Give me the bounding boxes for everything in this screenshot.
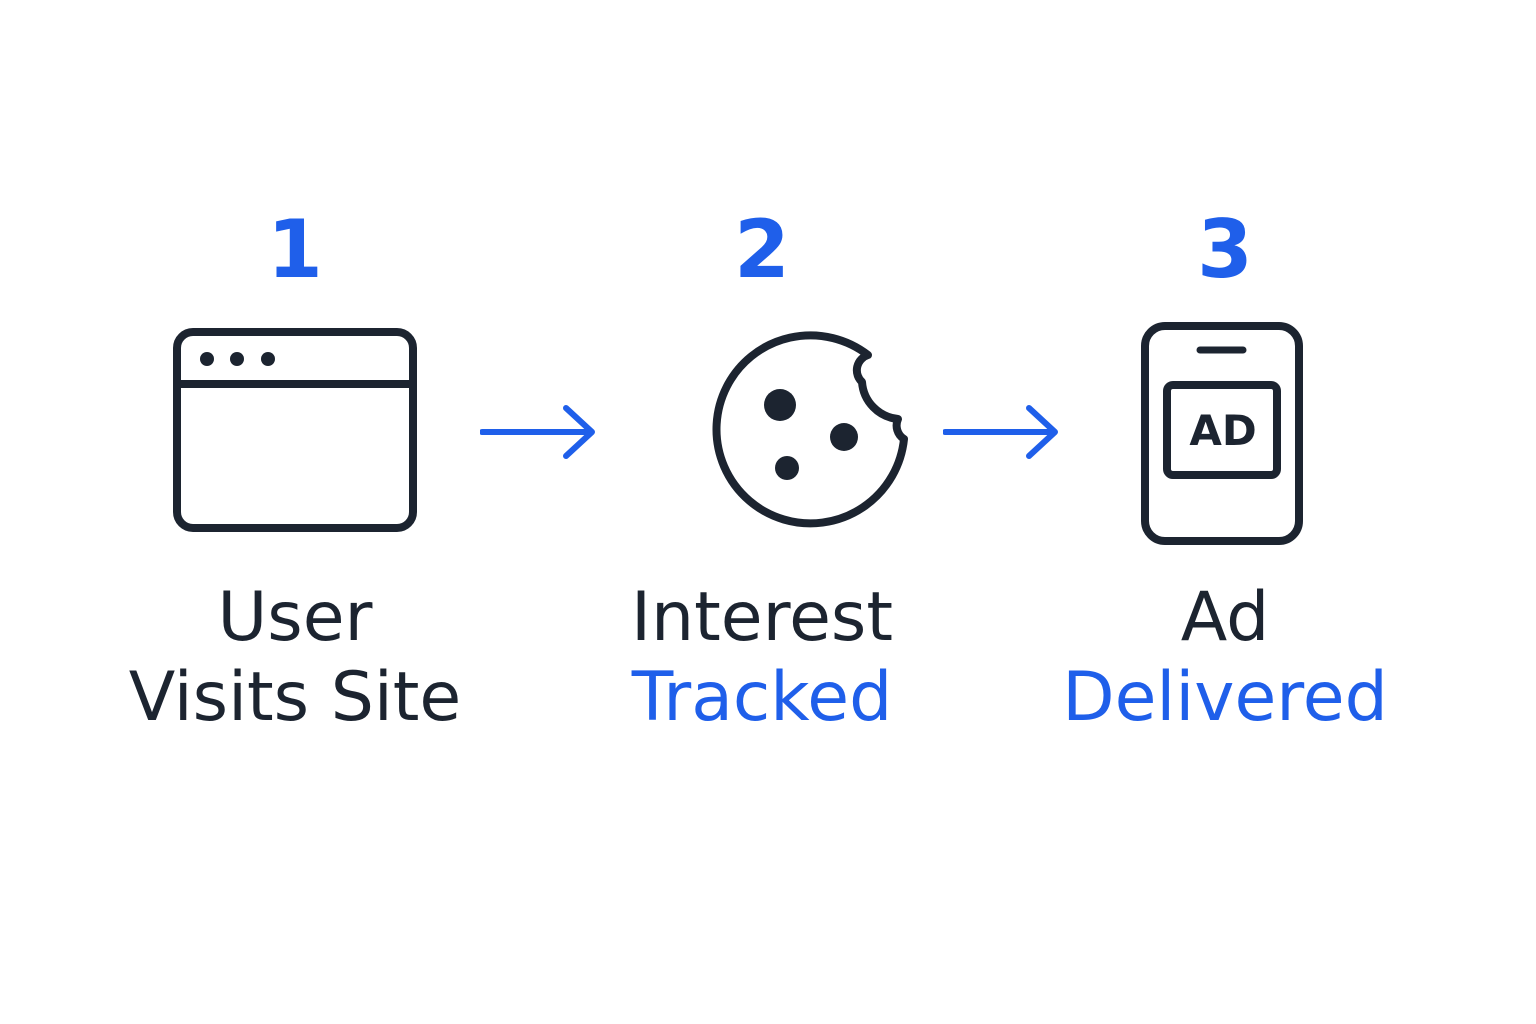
step-number: 1 bbox=[267, 203, 323, 296]
cookie-icon bbox=[712, 331, 908, 528]
browser-window-icon bbox=[173, 328, 417, 532]
step-1: 1 User Visits Site bbox=[85, 0, 505, 1024]
ad-icon-text: AD bbox=[1189, 406, 1256, 455]
step-label: User Visits Site bbox=[85, 578, 505, 738]
step-3: 3 AD Ad Delivered bbox=[1015, 0, 1435, 1024]
step-label-line-1: User bbox=[217, 578, 373, 657]
step-label-line-2: Visits Site bbox=[128, 658, 462, 737]
step-label-line-1: Ad bbox=[1180, 578, 1270, 657]
step-number: 3 bbox=[1197, 203, 1253, 296]
step-label: Ad Delivered bbox=[1015, 578, 1435, 738]
step-label: Interest Tracked bbox=[552, 578, 972, 738]
arrow-right-icon bbox=[480, 405, 595, 459]
step-label-line-1: Interest bbox=[630, 578, 894, 657]
phone-ad-icon: AD bbox=[1141, 322, 1303, 545]
step-2: 2 Interest Tracked bbox=[552, 0, 972, 1024]
step-label-line-2: Tracked bbox=[631, 658, 893, 737]
step-label-line-2: Delivered bbox=[1062, 658, 1388, 737]
step-number: 2 bbox=[734, 203, 790, 296]
arrow-right-icon bbox=[943, 405, 1058, 459]
